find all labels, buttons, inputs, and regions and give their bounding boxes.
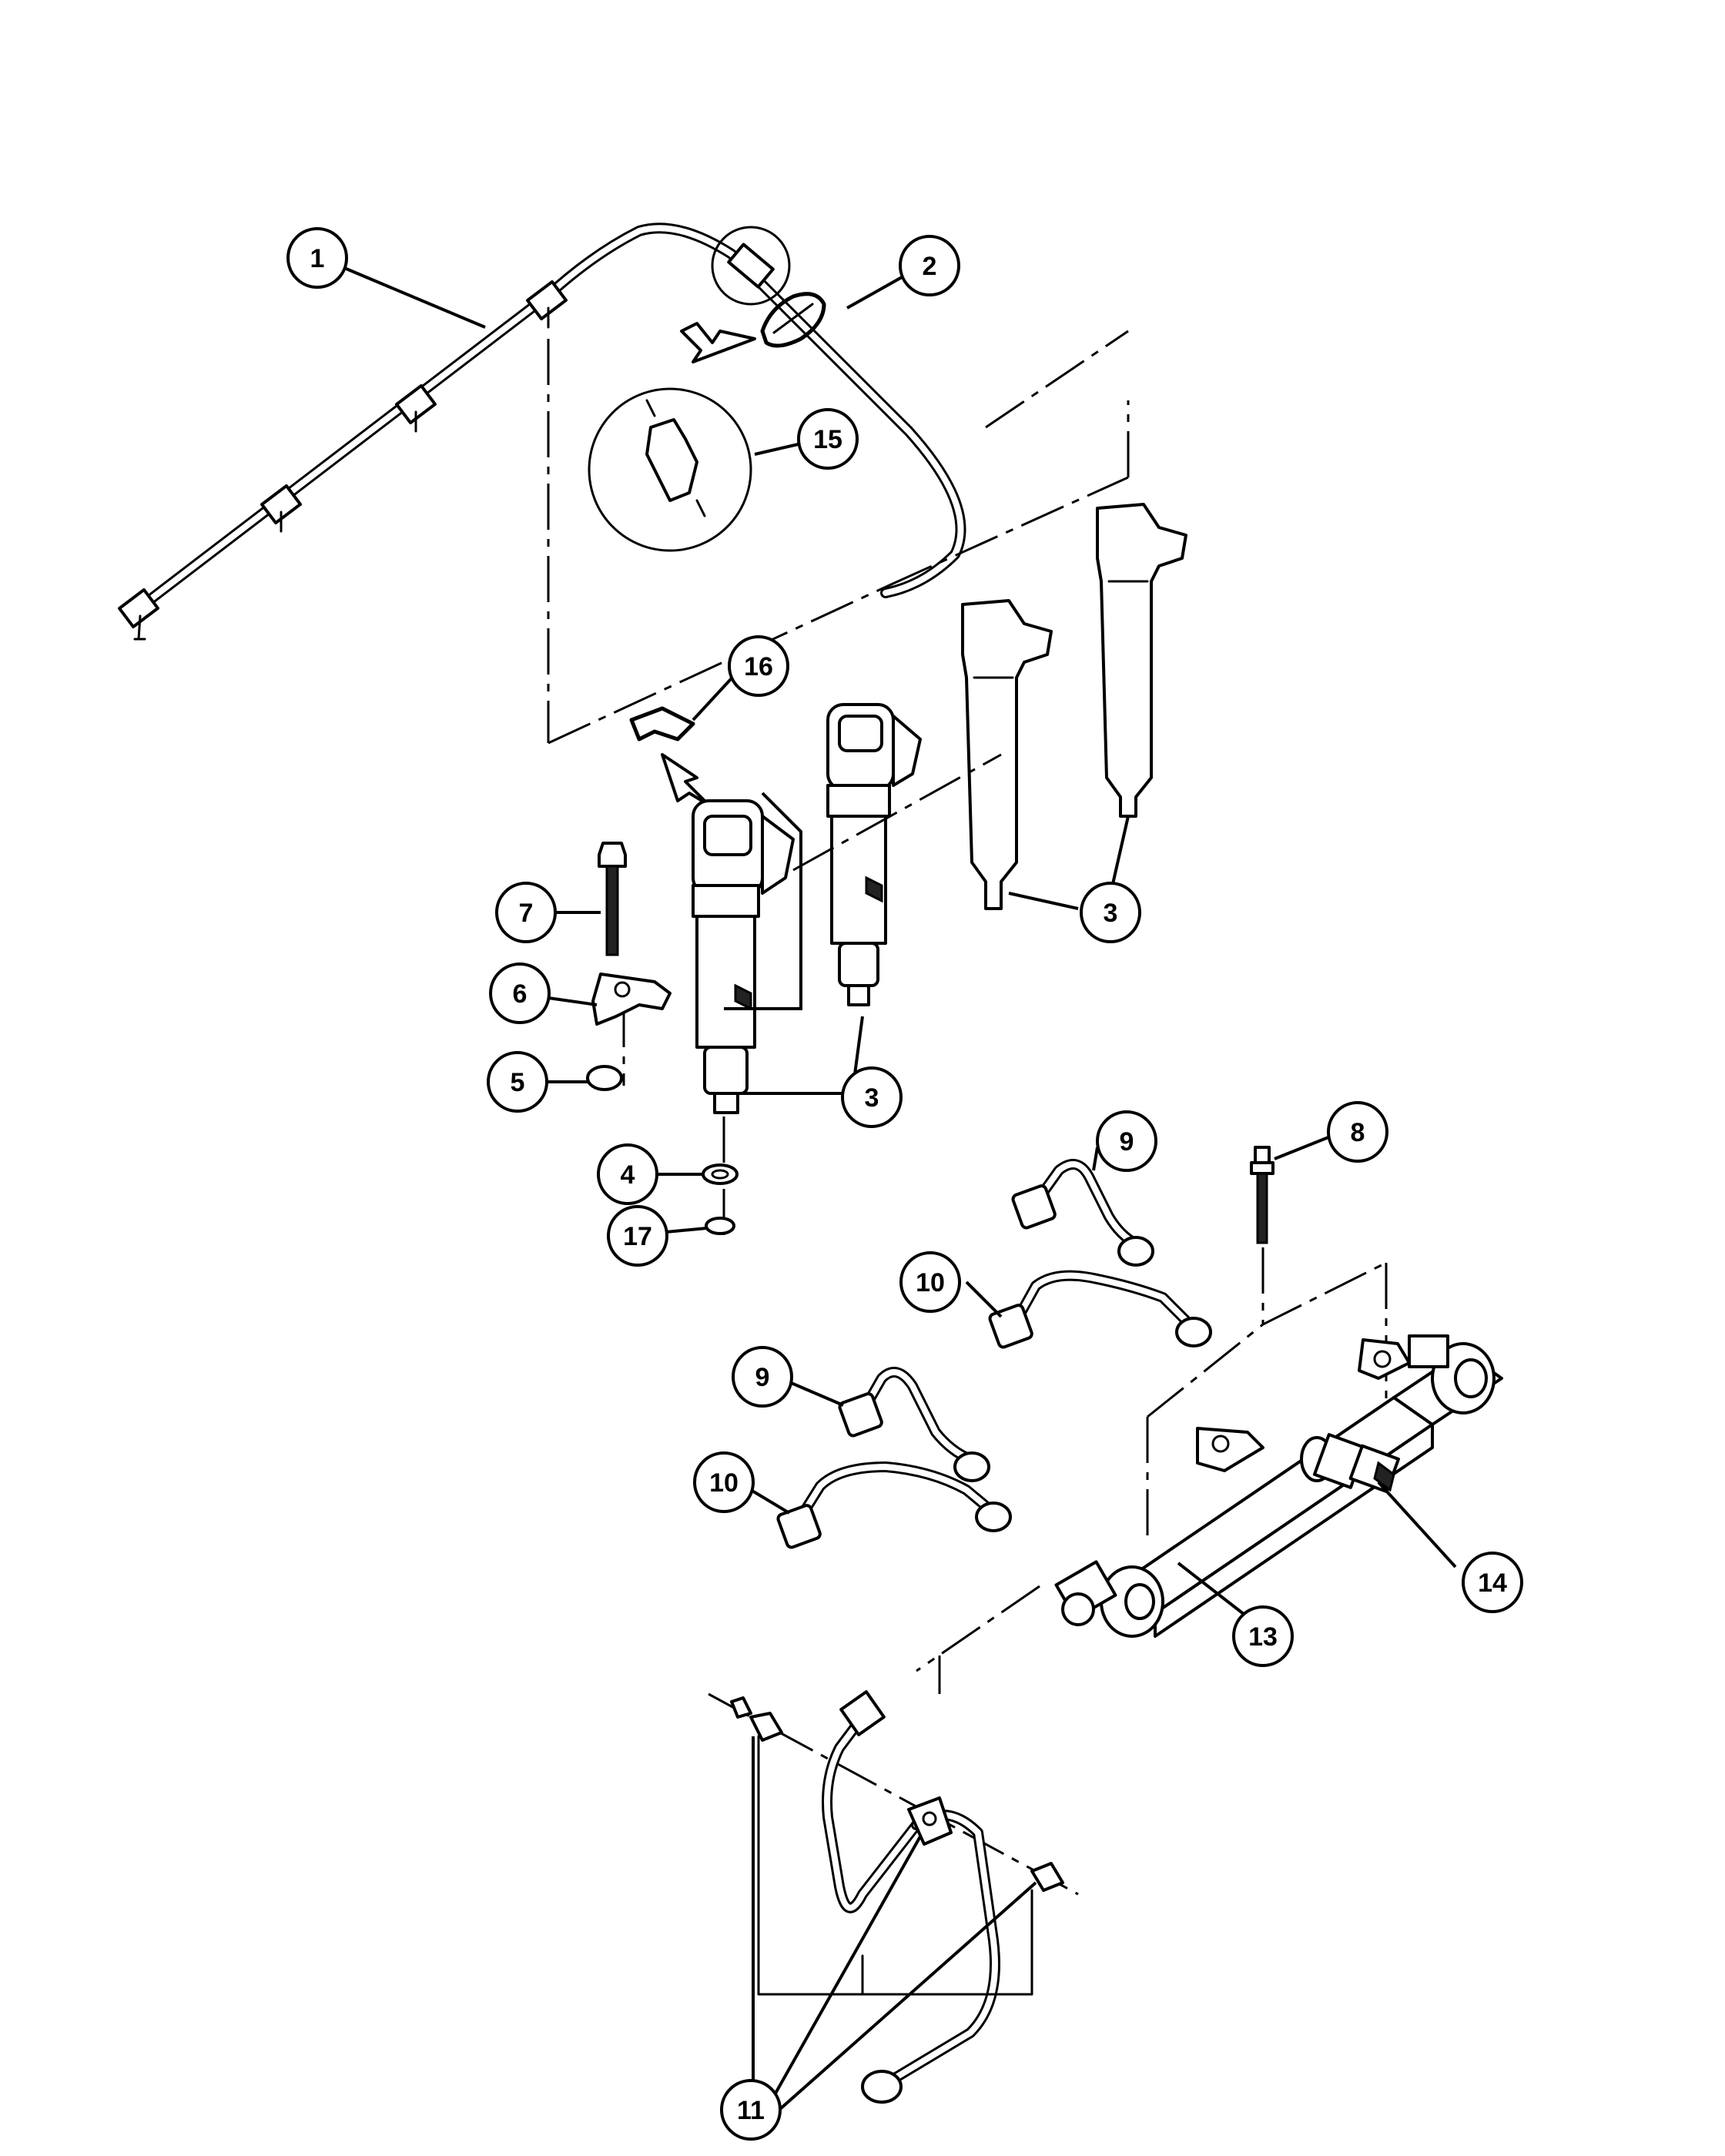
callout-8: 8 (1327, 1101, 1388, 1163)
fuel-injector-second (826, 703, 922, 1006)
fuel-injector-fourth (1096, 503, 1187, 818)
injector-cap (586, 1065, 623, 1091)
svg-text:13: 13 (1248, 1622, 1278, 1652)
callout-15: 15 (797, 408, 859, 470)
leader-lines (338, 264, 1457, 2134)
svg-text:9: 9 (755, 1363, 770, 1392)
callout-16: 16 (728, 635, 789, 697)
alignment-centerlines (547, 330, 1388, 1896)
high-pressure-line-lower-10 (776, 1461, 1012, 1549)
svg-text:4: 4 (621, 1160, 635, 1190)
injector-hold-down-clamp (591, 973, 672, 1026)
callout-7: 7 (495, 882, 557, 943)
callout-3-front: 3 (841, 1066, 903, 1128)
callout-9-upper: 9 (1096, 1110, 1157, 1172)
svg-text:2: 2 (923, 252, 937, 281)
fuel-return-line (118, 223, 966, 641)
svg-text:7: 7 (519, 899, 534, 928)
svg-text:16: 16 (744, 652, 773, 681)
fuel-rail-mounting-stud (1250, 1146, 1274, 1244)
callout-3-rear: 3 (1080, 882, 1141, 943)
fuel-injector-front (692, 799, 795, 1114)
svg-text:14: 14 (1478, 1568, 1507, 1598)
return-line-clip (760, 292, 826, 348)
callout-17: 17 (607, 1205, 668, 1267)
high-pressure-line-lower-9 (838, 1367, 990, 1482)
callout-2: 2 (899, 235, 960, 296)
callout-11: 11 (720, 2079, 782, 2141)
fuel-injector-third (961, 599, 1053, 910)
pressure-regulator (1300, 1433, 1401, 1494)
callout-14: 14 (1462, 1552, 1523, 1613)
svg-text:3: 3 (1104, 899, 1118, 928)
callout-6: 6 (489, 962, 551, 1024)
callout-5: 5 (487, 1051, 548, 1113)
svg-text:10: 10 (916, 1268, 945, 1297)
callout-4: 4 (597, 1143, 658, 1205)
fuel-rail (1054, 1334, 1503, 1638)
high-pressure-line-upper-10 (988, 1270, 1212, 1349)
svg-text:17: 17 (623, 1222, 652, 1251)
high-pressure-line-upper-9 (1011, 1159, 1154, 1267)
callout-1: 1 (286, 227, 348, 289)
callout-10-upper: 10 (899, 1251, 961, 1313)
svg-text:10: 10 (709, 1468, 739, 1498)
svg-text:9: 9 (1120, 1127, 1134, 1157)
injector-retaining-clip (629, 706, 710, 806)
o-ring (705, 1217, 735, 1235)
svg-text:1: 1 (310, 244, 325, 273)
fuel-supply-lines-assembly (730, 1690, 1064, 2104)
svg-text:15: 15 (813, 425, 842, 454)
detail-view-check-valve (588, 322, 756, 552)
callout-9-lower: 9 (732, 1346, 793, 1408)
callout-13: 13 (1232, 1605, 1294, 1667)
svg-text:5: 5 (511, 1068, 525, 1097)
svg-text:11: 11 (737, 2096, 765, 2125)
callout-10-lower: 10 (693, 1451, 755, 1513)
svg-text:3: 3 (865, 1083, 879, 1113)
svg-text:6: 6 (513, 979, 528, 1009)
svg-text:8: 8 (1351, 1118, 1365, 1147)
sealing-washer (702, 1163, 739, 1185)
injector-hold-down-bolt (598, 842, 627, 956)
